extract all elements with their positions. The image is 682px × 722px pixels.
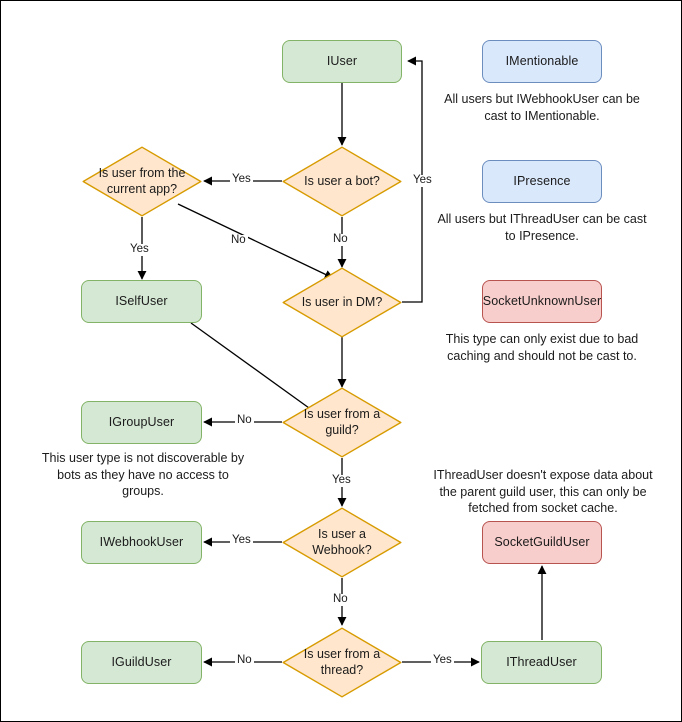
- node-is-user-from-current-app[interactable]: Is user from the current app?: [82, 146, 202, 217]
- note-socketunknownuser: This type can only exist due to bad cach…: [445, 332, 639, 363]
- node-label: IMentionable: [505, 53, 579, 68]
- node-iguilduser[interactable]: IGuildUser: [81, 641, 202, 684]
- node-iuser[interactable]: IUser: [282, 40, 402, 83]
- node-ithreaduser[interactable]: IThreadUser: [481, 641, 602, 684]
- node-iselfuser[interactable]: ISelfUser: [81, 280, 202, 323]
- edge-label-thread-yes: Yes: [431, 654, 454, 667]
- node-label: Is user in DM?: [301, 294, 383, 309]
- diamond-shape: [282, 507, 402, 578]
- node-iwebhookuser[interactable]: IWebhookUser: [81, 521, 202, 564]
- node-ipresence[interactable]: IPresence: [482, 160, 602, 203]
- node-igroupuser[interactable]: IGroupUser: [81, 401, 202, 444]
- node-label: IGroupUser: [108, 414, 175, 429]
- node-label: IGuildUser: [111, 654, 172, 669]
- node-label: SocketGuildUser: [494, 534, 590, 549]
- edge-label-app-yes: Yes: [128, 243, 151, 256]
- edge-label-bot-no: No: [331, 233, 350, 246]
- node-label: Is user from the current app?: [98, 165, 186, 196]
- node-label: Is user from a guild?: [303, 406, 381, 437]
- edge-label-guild-yes: Yes: [330, 474, 353, 487]
- node-label: IThreadUser: [506, 654, 577, 669]
- note-socketguilduser: IThreadUser doesn't expose data about th…: [433, 468, 653, 515]
- node-label: IPresence: [513, 173, 571, 188]
- node-is-user-from-a-thread[interactable]: Is user from a thread?: [282, 627, 402, 698]
- edge-label-app-no: No: [229, 234, 248, 247]
- diamond-shape: [282, 267, 402, 338]
- node-label: IUser: [326, 53, 358, 68]
- node-label: Is user a bot?: [304, 173, 380, 188]
- node-is-user-from-a-guild[interactable]: Is user from a guild?: [282, 387, 402, 458]
- note-ipresence: All users but IThreadUser can be cast to…: [437, 212, 647, 243]
- node-label: ISelfUser: [115, 293, 168, 308]
- edge-label-webhook-no: No: [331, 593, 350, 606]
- node-label: Is user from a thread?: [303, 646, 381, 677]
- edge-label-bot-yes: Yes: [230, 173, 253, 186]
- diamond-shape: [282, 387, 402, 458]
- edge-label-guild-no: No: [235, 414, 254, 427]
- note-imentionable: All users but IWebhookUser can be cast t…: [444, 92, 640, 123]
- node-label: SocketUnknownUser: [482, 293, 602, 308]
- edge-label-dm-yes: Yes: [411, 174, 434, 187]
- node-label: IWebhookUser: [99, 534, 184, 549]
- diamond-shape: [82, 146, 202, 217]
- edge-label-webhook-yes: Yes: [230, 534, 253, 547]
- node-imentionable[interactable]: IMentionable: [482, 40, 602, 83]
- diamond-shape: [282, 146, 402, 217]
- node-label: Is user a Webhook?: [312, 526, 372, 557]
- node-is-user-a-bot[interactable]: Is user a bot?: [282, 146, 402, 217]
- edge-label-thread-no: No: [235, 654, 254, 667]
- note-igroupuser: This user type is not discoverable by bo…: [41, 451, 245, 498]
- node-is-user-in-dm[interactable]: Is user in DM?: [282, 267, 402, 338]
- diamond-shape: [282, 627, 402, 698]
- node-socketunknownuser[interactable]: SocketUnknownUser: [482, 280, 602, 323]
- node-socketguilduser[interactable]: SocketGuildUser: [482, 521, 602, 564]
- node-is-user-a-webhook[interactable]: Is user a Webhook?: [282, 507, 402, 578]
